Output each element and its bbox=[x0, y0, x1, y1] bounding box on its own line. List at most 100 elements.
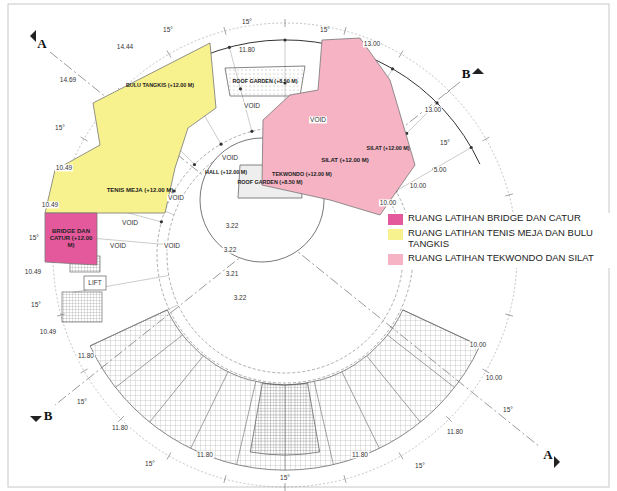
dimension-label: 13.00 bbox=[363, 40, 381, 47]
legend-text: RUANG LATIHAN TEKWONDO DAN SILAT bbox=[408, 253, 594, 264]
dimension-label: 11.80 bbox=[196, 451, 214, 458]
dimension-tick bbox=[482, 137, 489, 141]
dimension-label: 10.00 bbox=[469, 341, 487, 348]
grandstand bbox=[90, 310, 480, 470]
dimension-label: 10.49 bbox=[41, 201, 59, 208]
dimension-label: 11.80 bbox=[351, 451, 369, 458]
dimension-label: 11.80 bbox=[77, 352, 95, 359]
training-room: BRIDGE DAN CATUR (+12.00 M) bbox=[45, 213, 97, 265]
column bbox=[228, 46, 231, 49]
dimension-label: 15° bbox=[144, 460, 156, 467]
dimension-label: 3.22 bbox=[223, 246, 238, 253]
dimension-label: 3.21 bbox=[225, 270, 240, 277]
section-marker bbox=[30, 30, 36, 42]
room-label: ROOF GARDEN (+8.50 M) bbox=[232, 78, 297, 84]
dimension-tick bbox=[344, 475, 346, 483]
dimension-label: VOID bbox=[163, 242, 181, 249]
column bbox=[391, 67, 394, 70]
column bbox=[435, 101, 438, 104]
room-outline bbox=[262, 38, 415, 215]
grandstand-divider bbox=[342, 372, 379, 448]
dimension-tick bbox=[81, 369, 88, 373]
dimension-tick bbox=[399, 51, 403, 58]
dimension-label: 15° bbox=[279, 474, 291, 481]
dimension-tick bbox=[224, 475, 226, 483]
legend-text: RUANG LATIHAN BRIDGE DAN CATUR bbox=[408, 213, 581, 224]
dimension-label: 10.00 bbox=[379, 199, 397, 206]
dimension-tick bbox=[81, 137, 88, 141]
dimension-tick bbox=[446, 416, 452, 422]
dimension-tick bbox=[399, 452, 403, 459]
frame bbox=[8, 4, 609, 487]
room-shape bbox=[45, 43, 216, 213]
grandstand-divider bbox=[237, 382, 256, 465]
dimension-label: 10.00 bbox=[485, 374, 503, 381]
dimension-label: VOID bbox=[309, 116, 327, 123]
room-shape bbox=[225, 66, 305, 96]
dimension-label: 5.00 bbox=[433, 166, 448, 173]
stair bbox=[62, 292, 102, 322]
dimension-label: VOID bbox=[221, 154, 239, 161]
dimension-label: 15° bbox=[30, 301, 42, 308]
grandstand-divider bbox=[191, 372, 228, 448]
room-label: SILAT (+12.00 M) bbox=[321, 157, 369, 164]
section-marker bbox=[30, 416, 42, 422]
room-label: TENIS MEJA (+12.00 M) bbox=[107, 187, 174, 194]
dimension-tick bbox=[167, 452, 171, 459]
legend-swatch bbox=[388, 214, 403, 225]
room-label: BRIDGE DAN CATUR (+12.00 M) bbox=[48, 228, 94, 249]
column bbox=[470, 146, 473, 149]
dimension-tick bbox=[285, 19, 286, 27]
dimension-label: VOID bbox=[243, 102, 261, 109]
grid-line bbox=[90, 305, 178, 346]
grandstand-divider bbox=[116, 335, 183, 387]
room-label: HALL (+12.00 M) bbox=[205, 169, 247, 175]
dimension-tick bbox=[224, 27, 226, 35]
dimension-tick bbox=[167, 51, 171, 58]
dimension-label: VOID bbox=[167, 194, 185, 201]
grid-line bbox=[73, 275, 169, 292]
section-mark: B bbox=[43, 409, 54, 423]
legend-item: RUANG LATIHAN TEKWONDO DAN SILAT bbox=[388, 253, 610, 265]
dimension-label: 15° bbox=[319, 26, 331, 33]
column bbox=[160, 220, 163, 223]
roof-garden: ROOF GARDEN (+8.50 M) bbox=[225, 66, 305, 96]
room-shape bbox=[262, 38, 415, 215]
dimension-label: 15° bbox=[414, 462, 426, 469]
dimension-tick bbox=[482, 369, 489, 373]
dimension-label: 11.80 bbox=[111, 424, 129, 431]
dimension-label: 14.69 bbox=[59, 76, 77, 83]
legend-item: RUANG LATIHAN BRIDGE DAN CATUR bbox=[388, 213, 610, 225]
room-label: TEKWONDO (+12.00 M) bbox=[272, 171, 332, 177]
dimension-label: 15° bbox=[502, 406, 514, 413]
section-mark: B bbox=[461, 67, 472, 81]
dimension-tick bbox=[344, 27, 346, 35]
dimension-label: LIFT bbox=[87, 279, 102, 286]
training-room: SILAT (+12.00 M) SILAT (+12.00 M) TEKWONDO… bbox=[262, 38, 415, 215]
column bbox=[193, 163, 196, 166]
dimension-label: 10.00 bbox=[409, 182, 427, 189]
dimension-label: VOID bbox=[109, 242, 127, 249]
room-label: SILAT (+12.00 M) bbox=[367, 145, 410, 151]
dimension-label: 15° bbox=[28, 234, 40, 241]
legend-swatch bbox=[388, 229, 403, 240]
legend-swatch bbox=[388, 254, 403, 265]
dimension-tick bbox=[118, 416, 124, 422]
dimension-tick bbox=[505, 314, 513, 316]
dimension-tick bbox=[505, 194, 513, 196]
grandstand-divider bbox=[314, 382, 333, 465]
dimension-label: 3.22 bbox=[225, 222, 240, 229]
dimension-label: 15° bbox=[439, 139, 451, 146]
grandstand-divider bbox=[367, 356, 420, 422]
dimension-label: 14.44 bbox=[116, 43, 134, 50]
dimension-label: 10.49 bbox=[24, 268, 42, 275]
grandstand-divider bbox=[285, 385, 286, 470]
grandstand-divider bbox=[387, 335, 454, 387]
lift-box bbox=[84, 276, 106, 290]
dimension-label: VOID bbox=[121, 219, 139, 226]
training-room: BULU TANGKIS (+12.00 M)TENIS MEJA (+12.0… bbox=[45, 43, 216, 213]
dimension-label: 13.00 bbox=[424, 106, 442, 113]
room-shape bbox=[45, 213, 97, 265]
grandstand-divider bbox=[150, 356, 203, 422]
